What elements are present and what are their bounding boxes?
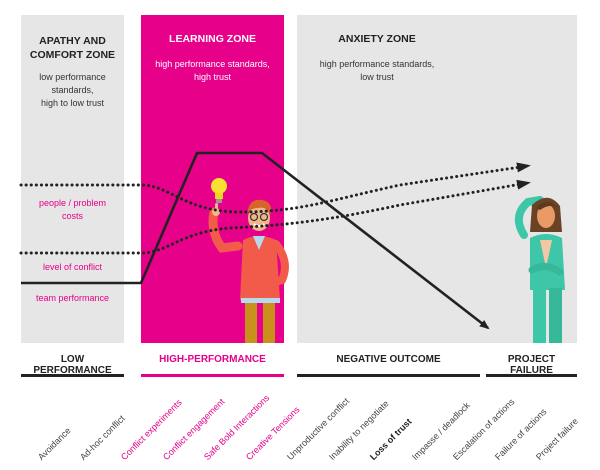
people-costs-label: people / problem costs	[21, 197, 124, 223]
people-costs-line	[19, 162, 531, 214]
section-negative-outcome: NEGATIVE OUTCOME	[336, 354, 441, 365]
people-costs-label-line-2: costs	[61, 211, 83, 221]
learning-desc-line-2: high trust	[193, 72, 232, 82]
learning-zone-title: LEARNING ZONE	[169, 33, 256, 45]
conflict-line	[19, 179, 531, 255]
section-high-performance: HIGH-PERFORMANCE	[159, 354, 266, 365]
project-failure-divider	[486, 374, 577, 377]
performance-label: team performance	[35, 293, 110, 303]
anxiety-desc-line-2: low trust	[360, 72, 394, 82]
section-project-failure: PROJECT FAILURE	[507, 354, 556, 376]
anxiety-zone-description: high performance standards, low trust	[297, 58, 457, 84]
lightbulb-icon	[211, 178, 227, 203]
learning-desc-line-1: high performance standards,	[155, 59, 270, 69]
learning-zone-description: high performance standards, high trust	[141, 58, 284, 84]
apathy-desc-line-3: high to low trust	[40, 98, 105, 108]
low-performance-divider	[21, 374, 124, 377]
apathy-title-line-2: COMFORT ZONE	[29, 49, 116, 61]
apathy-title-line-1: APATHY AND	[39, 35, 106, 47]
people-costs-label-line-1: people / problem	[38, 198, 107, 208]
negative-outcome-divider	[297, 374, 480, 377]
conflict-label: level of conflict	[42, 262, 103, 272]
apathy-zone-description: low performance standards, high to low t…	[21, 71, 124, 110]
apathy-comfort-zone-panel: APATHY AND COMFORT ZONE low performance …	[21, 15, 124, 343]
apathy-desc-line-1: low performance	[39, 72, 106, 82]
section-low-performance: LOW PERFORMANCE	[33, 354, 112, 376]
anxiety-zone-title: ANXIETY ZONE	[338, 33, 416, 45]
anxiety-desc-line-1: high performance standards,	[319, 59, 435, 69]
apathy-zone-title: APATHY AND COMFORT ZONE	[21, 34, 124, 62]
high-performance-divider	[141, 374, 284, 377]
worried-woman-illustration	[514, 196, 565, 343]
performance-line	[21, 151, 490, 330]
learner-illustration	[208, 178, 289, 343]
apathy-desc-line-2: standards,	[51, 85, 94, 95]
